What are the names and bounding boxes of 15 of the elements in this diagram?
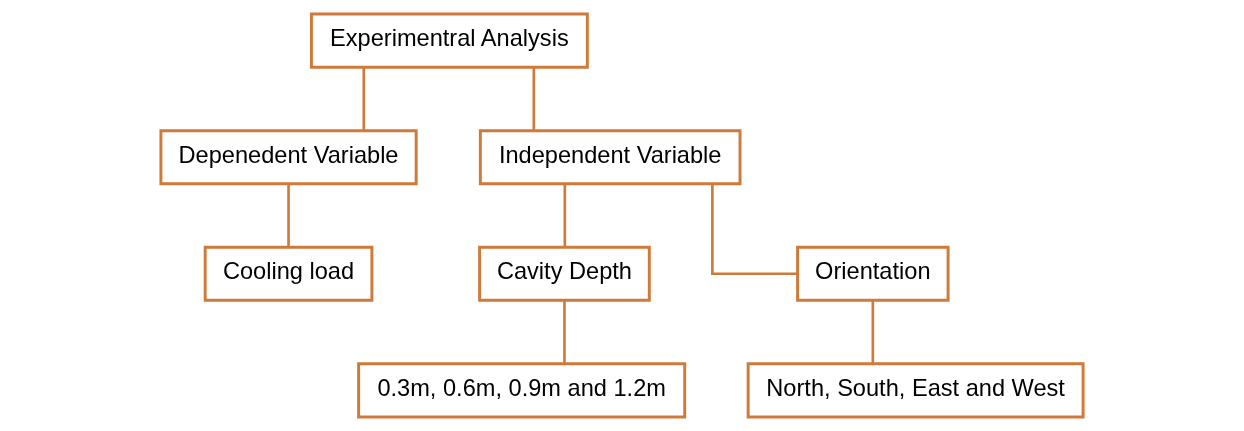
connector xyxy=(362,67,366,131)
node-box: Orientation xyxy=(796,245,950,302)
node-box: 0.3m, 0.6m, 0.9m and 1.2m xyxy=(357,362,687,419)
connector xyxy=(287,184,290,247)
node-box: North, South, East and West xyxy=(746,362,1085,419)
connector xyxy=(871,300,875,364)
node-box: Depenedent Variable xyxy=(159,129,418,186)
connector xyxy=(711,184,798,276)
node-box: Cooling load xyxy=(203,245,374,302)
connector xyxy=(563,184,567,247)
node-box: Experimentral Analysis xyxy=(309,12,589,69)
node-box: Independent Variable xyxy=(478,129,742,186)
connector xyxy=(532,67,536,131)
connector xyxy=(563,300,566,364)
node-box: Cavity Depth xyxy=(478,245,651,302)
